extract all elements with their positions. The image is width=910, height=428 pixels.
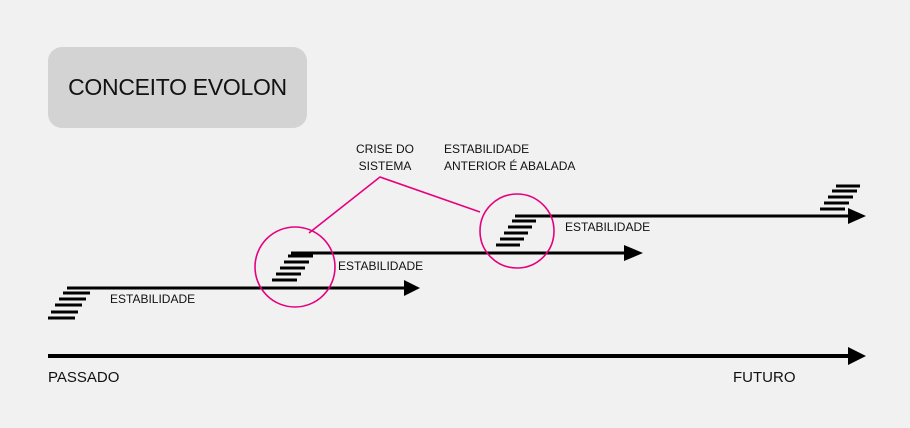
stage-3-label: ESTABILIDADE xyxy=(565,220,651,234)
diagram-title: CONCEITO EVOLON xyxy=(68,74,287,100)
stage-2-arrowhead xyxy=(624,245,643,261)
stage-3 xyxy=(496,208,866,247)
crisis-circle-2 xyxy=(479,193,555,269)
stage-3-steps xyxy=(496,219,536,247)
previous-annotation-line-1: ESTABILIDADE xyxy=(444,142,530,156)
previous-stability-annotation: ESTABILIDADE ANTERIOR É ABALADA xyxy=(444,141,575,175)
stage-2-label: ESTABILIDADE xyxy=(338,259,424,273)
stage-1-arrowhead xyxy=(404,280,420,296)
crisis-annotation-line-2: SISTEMA xyxy=(358,159,412,173)
crisis-annotation: CRISE DO SISTEMA xyxy=(356,141,414,175)
crisis-annotation-line-1: CRISE DO xyxy=(356,142,415,156)
stage-1 xyxy=(48,280,420,320)
crisis-circle-1 xyxy=(254,226,336,308)
stage-2 xyxy=(272,245,643,282)
stage-2-steps xyxy=(272,254,313,282)
stage-1-steps xyxy=(48,291,90,320)
title-box: CONCEITO EVOLON xyxy=(48,47,307,128)
crisis-highlights xyxy=(254,176,555,308)
time-axis xyxy=(48,347,866,365)
next-steps xyxy=(820,184,860,211)
time-axis-arrowhead xyxy=(848,347,866,365)
previous-annotation-line-2: ANTERIOR É ABALADA xyxy=(444,159,576,173)
axis-end-label: FUTURO xyxy=(733,369,796,386)
axis-start-label: PASSADO xyxy=(48,369,120,386)
stage-1-label: ESTABILIDADE xyxy=(110,292,196,306)
stage-3-arrowhead xyxy=(848,208,866,224)
crisis-connector xyxy=(308,176,481,234)
